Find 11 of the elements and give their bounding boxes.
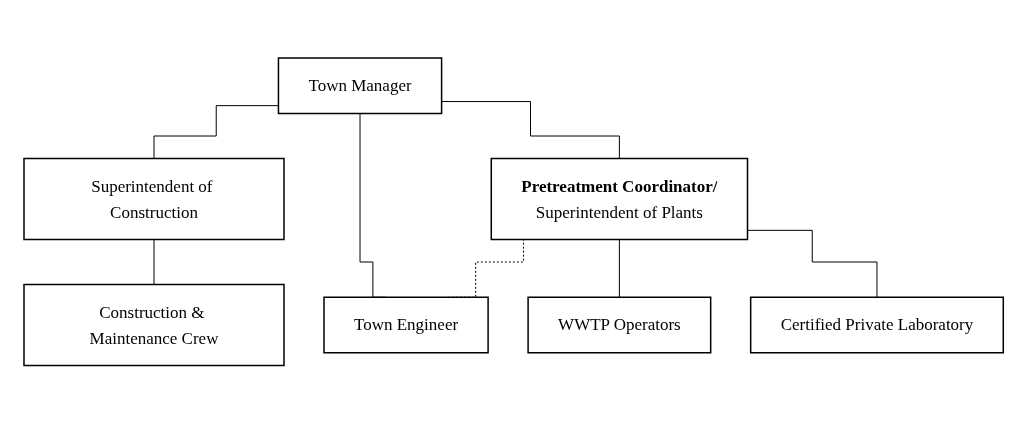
- connector: [747, 229, 878, 298]
- connector: [153, 238, 155, 285]
- connector: [619, 238, 621, 298]
- node-box: Town Engineer: [323, 296, 490, 354]
- node-box: Construction & Maintenance Crew: [23, 283, 286, 366]
- node-box: Superintendent of Construction: [23, 157, 286, 240]
- node-box: Certified Private Laboratory: [750, 296, 1005, 354]
- node-box: Town Manager: [278, 57, 443, 114]
- connector: [441, 100, 621, 159]
- node-box: WWTP Operators: [527, 296, 712, 354]
- node-box: Pretreatment Coordinator/ Superintendent of Plants: [490, 157, 749, 240]
